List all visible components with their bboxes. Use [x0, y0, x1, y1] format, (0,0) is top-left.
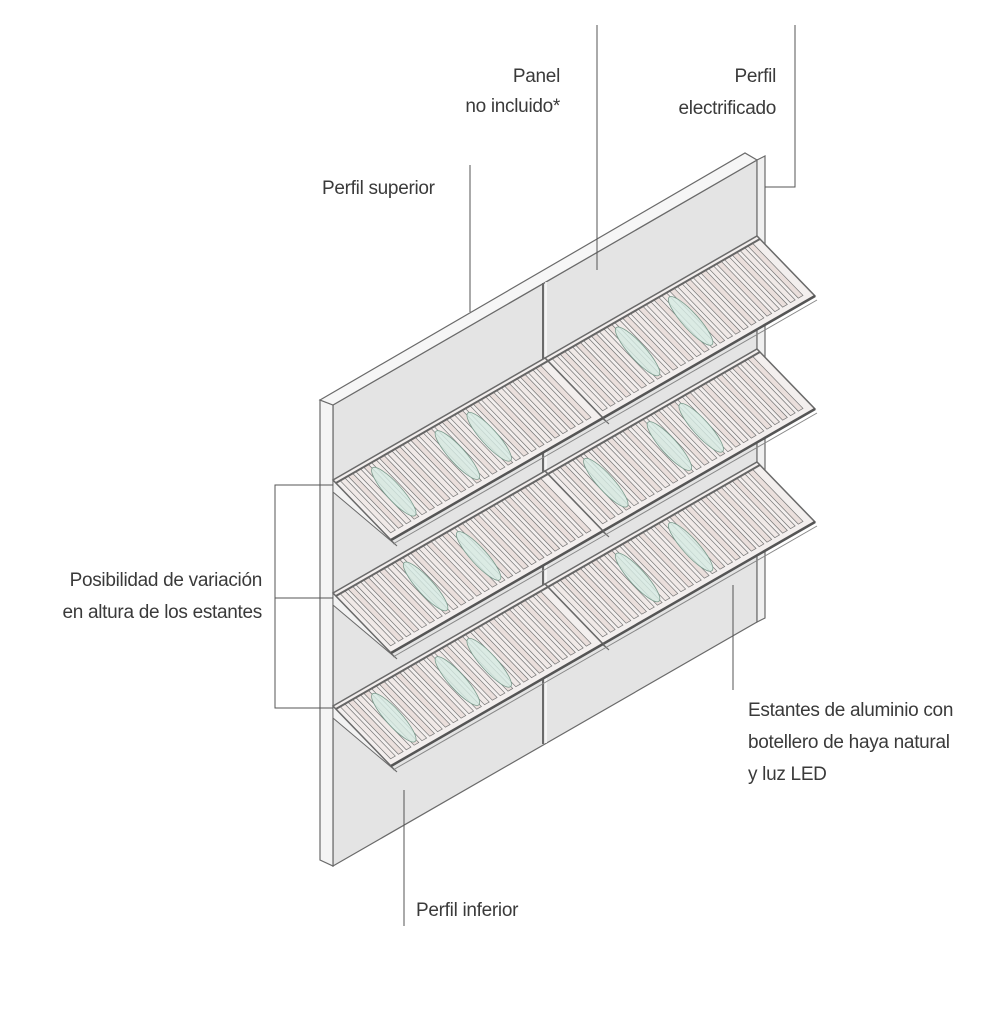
leader-variacion-bracket: [274, 484, 333, 709]
bottle: [371, 692, 417, 743]
shelf-front-highlight: [604, 525, 818, 649]
shelf-front-highlight: [604, 299, 818, 423]
bottle: [583, 457, 629, 508]
label-perfil-superior: Perfil superior: [322, 178, 436, 199]
bottle: [434, 430, 481, 480]
label-estantes-3: y luz LED: [748, 764, 827, 785]
shelf-back-edge: [547, 351, 761, 475]
label-perfil-electrificado-2: electrificado: [679, 98, 776, 119]
shelf-front-highlight: [604, 412, 818, 536]
shelf-front-edge: [390, 529, 604, 655]
shelf-back-edge: [335, 360, 549, 484]
bottle: [667, 296, 714, 346]
label-panel-1: Panel: [513, 66, 560, 87]
shelves: [331, 235, 818, 773]
bottle: [455, 531, 502, 581]
shelf-front-edge: [602, 294, 816, 420]
label-estantes-2: botellero de haya natural: [748, 732, 950, 753]
leader-perfil-electrificado: [765, 25, 796, 188]
panel-left-edge: [319, 399, 334, 867]
shelf-back-edge: [547, 238, 761, 362]
bottle: [434, 656, 481, 706]
shelf-back-edge: [547, 464, 761, 588]
bottle: [466, 638, 512, 688]
shelf: [543, 461, 818, 651]
shelf-front-edge: [390, 416, 604, 542]
label-panel-2: no incluido*: [465, 96, 561, 117]
label-variacion-1: Posibilidad de variación: [70, 570, 262, 591]
bottle: [371, 466, 417, 517]
shelf-front-highlight: [392, 534, 606, 658]
bottle: [466, 412, 512, 462]
label-estantes-1: Estantes de aluminio con: [748, 700, 953, 721]
label-perfil-electrificado-1: Perfil: [735, 66, 777, 87]
leader-lines: [274, 25, 796, 926]
bottle: [402, 561, 449, 612]
shelf: [543, 235, 818, 425]
bottle: [667, 522, 714, 572]
shelf-back-edge: [335, 586, 549, 710]
shelf: [331, 583, 606, 773]
shelf-front-edge: [602, 520, 816, 646]
shelf: [543, 348, 818, 538]
shelf-front-edge: [390, 642, 604, 768]
bottle: [614, 552, 661, 603]
shelf: [331, 470, 606, 660]
bottle: [614, 326, 661, 377]
bottle: [646, 421, 693, 471]
shelf-front-highlight: [392, 421, 606, 545]
shelf: [331, 357, 606, 547]
shelf-back-edge: [335, 473, 549, 597]
label-perfil-inferior: Perfil inferior: [416, 900, 519, 921]
label-variacion-2: en altura de los estantes: [62, 602, 262, 623]
shelf-front-edge: [602, 407, 816, 533]
bottle: [678, 403, 724, 453]
shelf-front-highlight: [392, 647, 606, 771]
